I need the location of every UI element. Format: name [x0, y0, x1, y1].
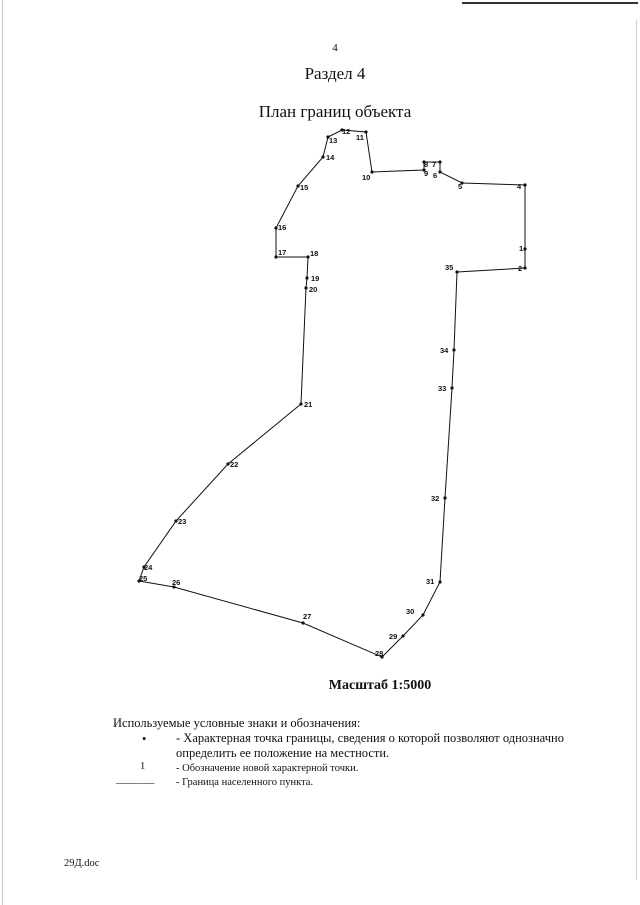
- top-rule: [462, 2, 638, 4]
- boundary-point-26: [172, 585, 176, 589]
- point-label-23: 23: [178, 517, 186, 526]
- boundary-point-9: [422, 168, 426, 172]
- point-label-27: 27: [303, 612, 311, 621]
- point-label-4: 4: [517, 182, 522, 191]
- boundary-point-1: [523, 247, 527, 251]
- legend-point-text: - Характерная точка границы, сведения о …: [176, 731, 564, 760]
- point-label-25: 25: [139, 574, 147, 583]
- point-label-9: 9: [424, 169, 428, 178]
- point-label-21: 21: [304, 400, 312, 409]
- boundary-point-29: [401, 634, 405, 638]
- point-label-30: 30: [406, 607, 414, 616]
- point-label-5: 5: [458, 182, 462, 191]
- point-label-7: 7: [432, 160, 436, 169]
- point-label-19: 19: [311, 274, 319, 283]
- boundary-point-11: [364, 130, 368, 134]
- point-label-14: 14: [326, 153, 335, 162]
- point-label-13: 13: [329, 136, 337, 145]
- boundary-points: 1235343332313029282726252423222120191817…: [137, 127, 527, 659]
- point-label-33: 33: [438, 384, 446, 393]
- point-label-31: 31: [426, 577, 434, 586]
- section-heading: Раздел 4: [304, 64, 366, 83]
- boundary-point-18: [306, 255, 310, 259]
- boundary-point-19: [305, 276, 309, 280]
- boundary-point-10: [370, 170, 374, 174]
- boundary-point-30: [421, 613, 425, 617]
- point-label-18: 18: [310, 249, 318, 258]
- boundary-point-25: [137, 579, 141, 583]
- plan-title: План границ объекта: [258, 102, 412, 121]
- point-label-28: 28: [375, 649, 383, 658]
- boundary-point-22: [226, 462, 230, 466]
- point-label-34: 34: [440, 346, 449, 355]
- point-label-29: 29: [389, 632, 397, 641]
- point-label-26: 26: [172, 578, 180, 587]
- boundary-point-32: [443, 496, 447, 500]
- point-label-12: 12: [342, 127, 350, 136]
- page-number: 4: [332, 42, 338, 54]
- boundary-point-27: [301, 621, 305, 625]
- boundary-point-6: [438, 170, 442, 174]
- point-label-10: 10: [362, 173, 370, 182]
- boundary-point-12: [340, 128, 344, 132]
- point-label-11: 11: [356, 133, 364, 142]
- legend-line-text: - Граница населенного пункта.: [176, 777, 314, 788]
- boundary-point-21: [299, 402, 303, 406]
- boundary-point-15: [296, 184, 300, 188]
- point-label-8: 8: [424, 160, 428, 169]
- boundary-point-23: [174, 519, 178, 523]
- boundary-point-24: [142, 565, 146, 569]
- point-label-20: 20: [309, 285, 317, 294]
- point-label-22: 22: [230, 460, 238, 469]
- boundary-point-5: [460, 181, 464, 185]
- footer-filename: 29Д.doc: [64, 858, 100, 869]
- point-label-2: 2: [518, 264, 522, 273]
- point-label-15: 15: [300, 183, 308, 192]
- legend-point-symbol: •: [142, 732, 147, 746]
- boundary-point-14: [321, 155, 325, 159]
- boundary-point-13: [326, 135, 330, 139]
- legend-line-symbol: ________: [116, 774, 155, 785]
- boundary-point-16: [274, 226, 278, 230]
- boundary-point-34: [452, 348, 456, 352]
- point-label-32: 32: [431, 494, 439, 503]
- point-label-6: 6: [433, 171, 437, 180]
- boundary-point-2: [523, 266, 527, 270]
- legend-label-text: - Обозначение новой характерной точки.: [176, 763, 359, 774]
- boundary-point-35: [455, 270, 459, 274]
- boundary-point-17: [274, 255, 278, 259]
- boundary-point-33: [450, 386, 454, 390]
- point-label-1: 1: [519, 244, 523, 253]
- boundary-point-4: [523, 183, 527, 187]
- point-label-24: 24: [144, 563, 153, 572]
- boundary-point-8: [422, 160, 426, 164]
- boundary-point-7: [438, 160, 442, 164]
- legend-intro: Используемые условные знаки и обозначени…: [113, 716, 361, 730]
- boundary-line: [138, 129, 526, 658]
- boundary-point-20: [304, 286, 308, 290]
- legend-label-symbol: 1: [140, 761, 146, 772]
- point-label-35: 35: [445, 263, 453, 272]
- boundary-point-28: [380, 655, 384, 659]
- scan-edge-left: [2, 0, 3, 905]
- scan-edge-right: [636, 20, 637, 880]
- boundary-point-31: [438, 580, 442, 584]
- scale-label: Масштаб 1:5000: [328, 678, 432, 693]
- point-label-16: 16: [278, 223, 286, 232]
- point-label-17: 17: [278, 248, 286, 257]
